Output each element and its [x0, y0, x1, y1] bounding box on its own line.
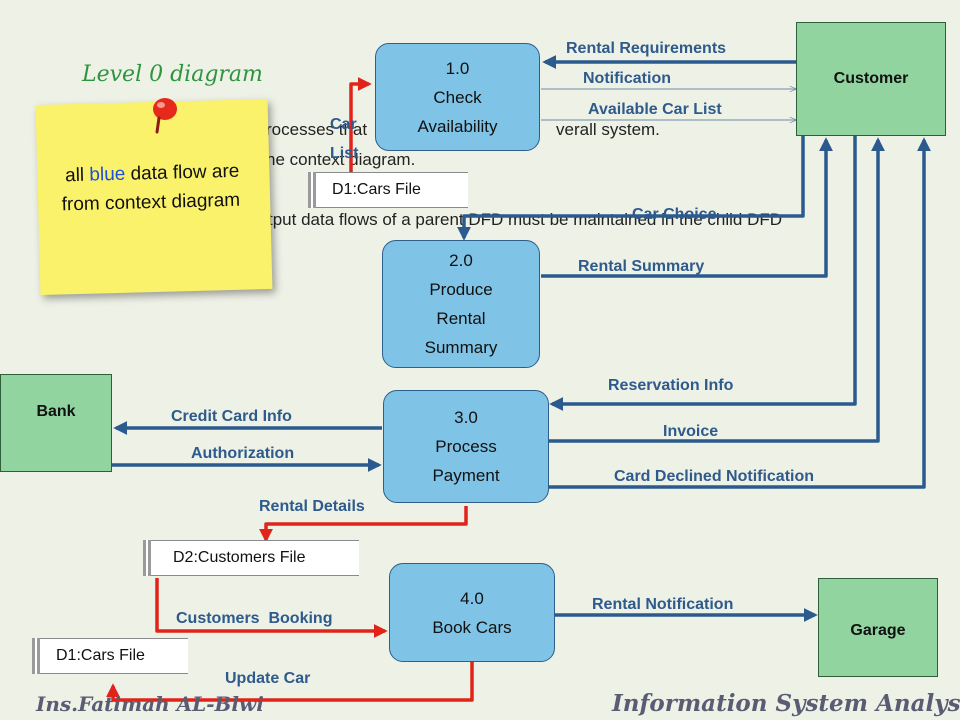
datastore-label: D1:Cars File	[56, 647, 145, 664]
label-rental-requirements: Rental Requirements	[566, 40, 727, 57]
footer-author: Ins.Fatimah AL-Blwi	[36, 692, 264, 716]
process-book-cars[interactable]: 4.0 Book Cars	[389, 563, 555, 662]
flow-customers-booking	[155, 578, 388, 638]
flow-invoice	[549, 137, 885, 443]
process-label-line: Payment	[432, 466, 500, 485]
label-credit-card-info: Credit Card Info	[171, 408, 292, 425]
process-label-line: Summary	[424, 338, 498, 357]
datastore-label: D2:Customers File	[173, 549, 306, 566]
flow-car-list	[349, 77, 372, 172]
flow-car-choice	[457, 136, 805, 241]
background-text-line-1a: rocesses that	[266, 120, 368, 139]
process-label-line: Check	[433, 87, 482, 107]
datastore-d1-cars-file-bottom[interactable]: D1:Cars File	[32, 638, 188, 674]
external-garage-label: Garage	[850, 622, 906, 639]
process-label-line: Rental	[436, 309, 486, 328]
label-notification: Notification	[583, 70, 671, 87]
label-rental-details: Rental Details	[259, 498, 365, 515]
push-pin-icon	[153, 98, 177, 134]
flow-rental-summary	[541, 137, 833, 278]
label-customers-booking: Customers Booking	[176, 610, 333, 627]
label-car-list-2: List	[330, 145, 359, 162]
datastore-bar	[32, 638, 40, 674]
external-bank[interactable]: Bank	[0, 374, 112, 472]
process-produce-rental-summary[interactable]: 2.0 Produce Rental Summary	[382, 240, 540, 368]
datastore-bar	[308, 172, 316, 208]
label-rental-summary: Rental Summary	[578, 258, 705, 275]
flow-card-declined	[549, 137, 931, 489]
background-text-line-2: he context diagram.	[266, 150, 416, 169]
sticky-note-text: all blue data flow are from context diag…	[39, 157, 240, 220]
diagram-title: Level 0 diagram	[82, 62, 263, 87]
external-customer[interactable]: Customer	[796, 22, 946, 136]
note-text-prefix: all	[64, 164, 90, 187]
flow-reservation-info	[549, 136, 857, 411]
footer-course: Information System Analysis	[612, 690, 960, 717]
label-available-car-list: Available Car List	[588, 101, 722, 118]
label-car-choice: Car Choice	[632, 206, 717, 223]
label-card-declined-notification: Card Declined Notification	[614, 468, 815, 485]
flow-update-car	[106, 662, 474, 702]
datastore-label: D1:Cars File	[332, 181, 421, 198]
process-check-availability[interactable]: 1.0 Check Availability	[375, 43, 540, 151]
process-number: 3.0	[454, 408, 478, 427]
process-number: 1.0	[445, 58, 470, 78]
process-label-line: Produce	[429, 280, 493, 299]
process-label-line: Process	[435, 437, 497, 456]
process-label-line: Book Cars	[432, 617, 512, 637]
label-invoice: Invoice	[663, 423, 719, 440]
datastore-d1-cars-file-top[interactable]: D1:Cars File	[308, 172, 468, 208]
process-number: 2.0	[449, 251, 473, 270]
label-authorization: Authorization	[191, 445, 295, 462]
process-process-payment[interactable]: 3.0 Process Payment	[383, 390, 549, 503]
flow-rental-details	[259, 506, 468, 543]
external-garage[interactable]: Garage	[818, 578, 938, 677]
note-text-highlight: blue	[89, 163, 126, 186]
label-update-car: Update Car	[225, 670, 311, 687]
label-car-list-1: Car	[330, 116, 357, 133]
label-reservation-info: Reservation Info	[608, 377, 734, 394]
background-text-line-1b: verall system.	[556, 120, 660, 139]
label-rental-notification: Rental Notification	[592, 596, 734, 613]
datastore-d2-customers-file[interactable]: D2:Customers File	[143, 540, 359, 576]
process-number: 4.0	[460, 588, 484, 608]
process-label-line: Availability	[417, 116, 498, 136]
datastore-bar	[143, 540, 151, 576]
